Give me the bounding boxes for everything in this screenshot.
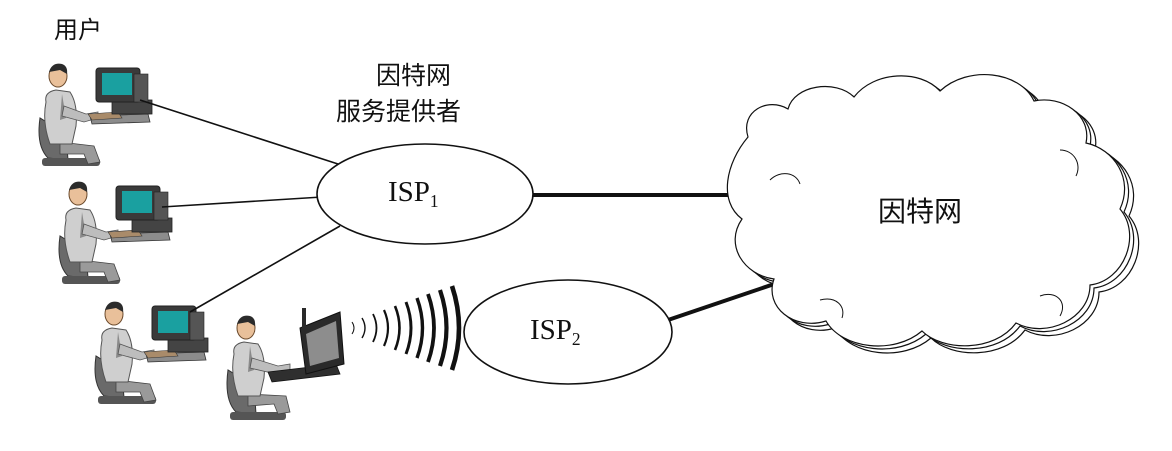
isp1-node bbox=[316, 143, 534, 245]
user-desktop-2 bbox=[58, 181, 173, 285]
wireless-signal-icon bbox=[351, 285, 462, 371]
isp1-name: ISP bbox=[388, 176, 430, 208]
link-user2-isp1 bbox=[161, 196, 323, 208]
user-desktop-1 bbox=[38, 63, 153, 167]
internet-label: 因特网 bbox=[878, 195, 963, 228]
isp2-subscript: 2 bbox=[571, 329, 581, 350]
user-laptop bbox=[226, 307, 345, 421]
provider-label-line2: 服务提供者 bbox=[336, 97, 462, 126]
internet-cloud bbox=[726, 73, 1140, 354]
provider-label-line1: 因特网 bbox=[376, 61, 452, 90]
users-label: 用户 bbox=[54, 16, 102, 44]
isp1-label: ISP1 bbox=[388, 176, 439, 212]
isp1-subscript: 1 bbox=[429, 191, 439, 212]
isp2-node bbox=[463, 279, 673, 385]
link-isp2-internet bbox=[667, 276, 793, 322]
isp2-label: ISP2 bbox=[530, 314, 581, 350]
user-desktop-3 bbox=[94, 301, 209, 405]
isp2-name: ISP bbox=[530, 314, 572, 346]
link-user3-isp1 bbox=[189, 225, 341, 313]
link-user1-isp1 bbox=[139, 99, 339, 165]
